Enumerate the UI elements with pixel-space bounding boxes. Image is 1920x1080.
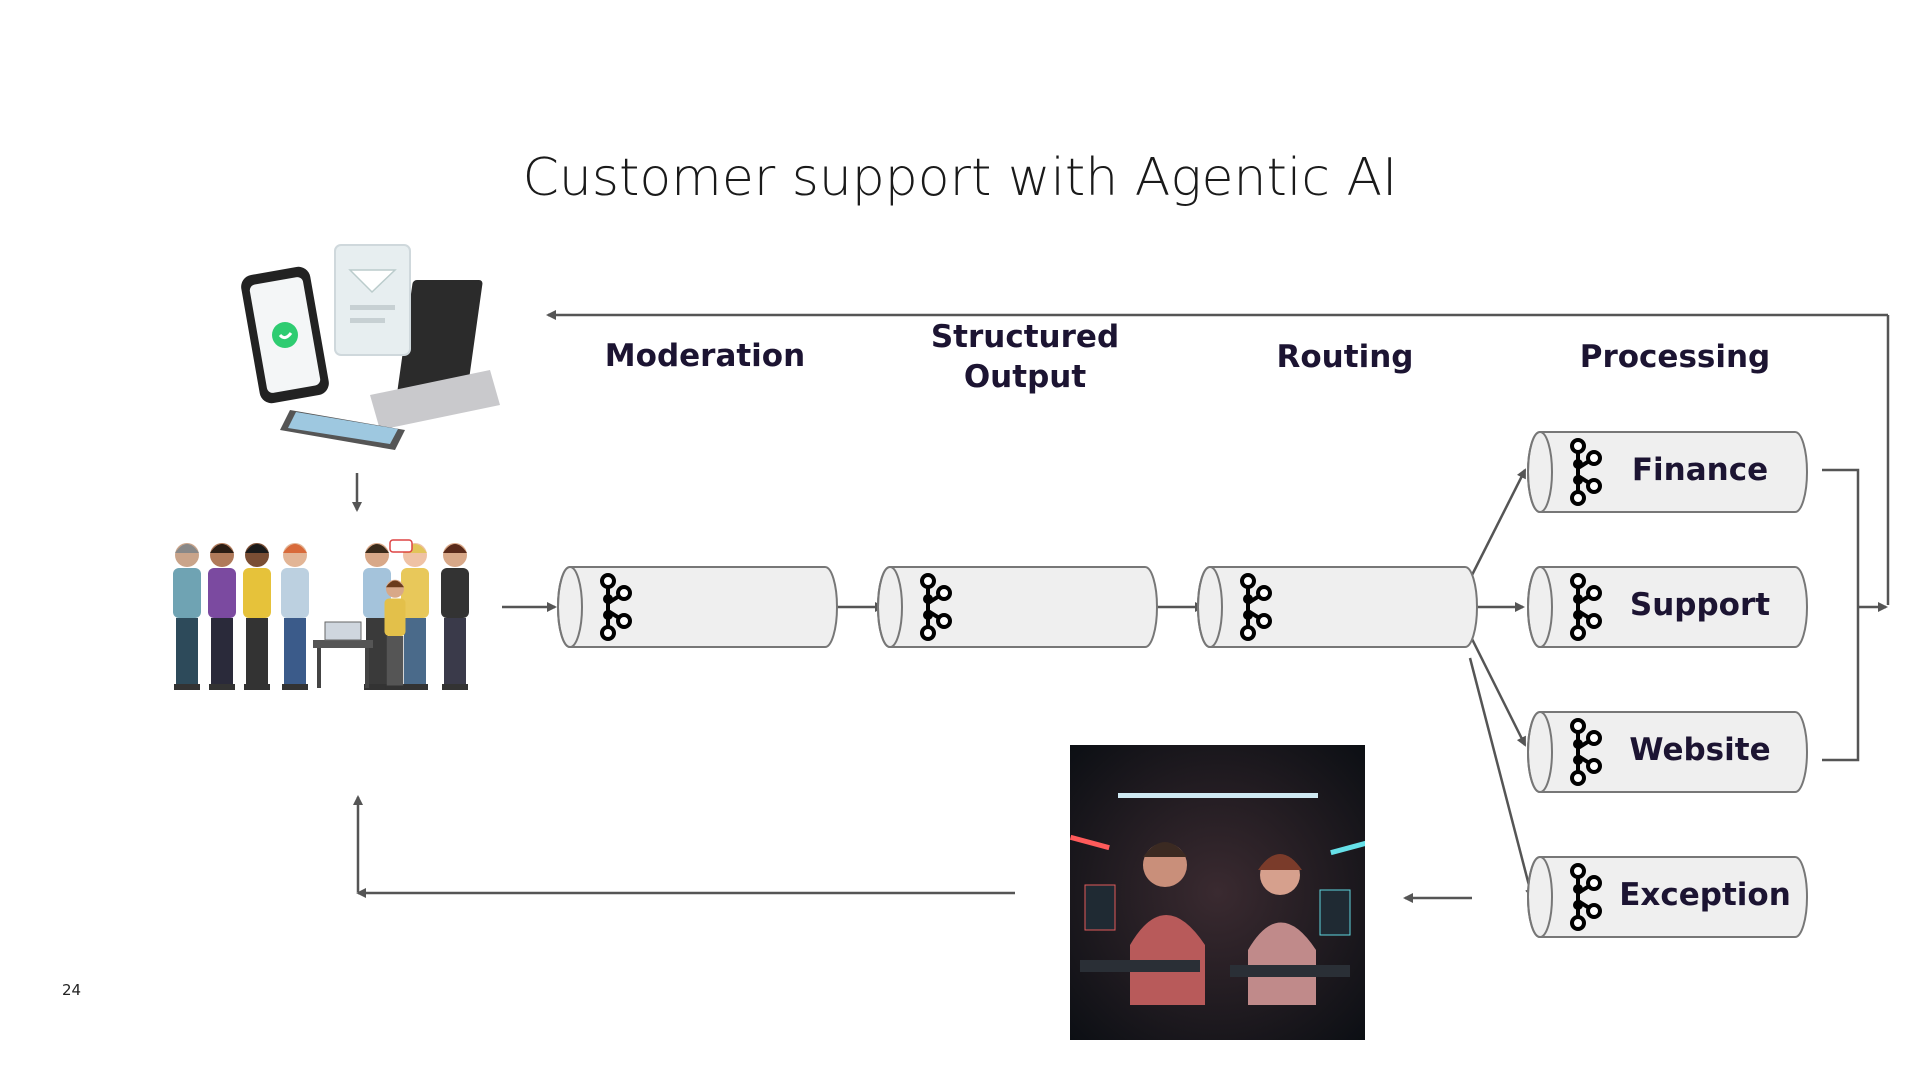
stage-label-processing: Processing xyxy=(1579,339,1771,375)
kafka-logo-icon xyxy=(600,573,632,641)
topic-label-exception: Exception xyxy=(1619,877,1791,913)
customer-figure xyxy=(441,543,469,690)
pipe-structured-output xyxy=(877,566,1158,648)
kafka-logo-icon xyxy=(1570,573,1602,641)
stage-label-moderation: Moderation xyxy=(604,338,806,374)
page-number: 24 xyxy=(62,981,82,999)
topic-label-support: Support xyxy=(1629,587,1771,623)
pipe-moderation xyxy=(557,566,838,648)
kafka-logo-icon xyxy=(1570,718,1602,786)
kafka-logo-icon xyxy=(1570,438,1602,506)
laptop-icon xyxy=(370,280,500,430)
customer-figure xyxy=(173,543,201,690)
pipe-exception xyxy=(1527,856,1808,938)
slide-title: Customer support with Agentic AI xyxy=(522,148,1398,208)
pipe-website xyxy=(1527,711,1808,793)
customer-figure xyxy=(208,543,236,690)
human-agents-illustration xyxy=(1070,745,1365,1040)
pipe-routing xyxy=(1197,566,1478,648)
stage-label-routing: Routing xyxy=(1276,339,1414,375)
kafka-logo-icon xyxy=(1570,863,1602,931)
phone-whatsapp-icon xyxy=(241,266,329,404)
customer-figure xyxy=(363,543,391,690)
kafka-logo-icon xyxy=(920,573,952,641)
pipe-finance xyxy=(1527,431,1808,513)
customer-figure xyxy=(384,579,406,690)
email-card-icon xyxy=(334,244,411,356)
devices-illustration xyxy=(241,244,500,450)
routing-to-finance-arrow xyxy=(1466,468,1527,584)
customer-figure xyxy=(281,543,309,690)
routing-to-exception-arrow xyxy=(1468,657,1535,899)
routing-to-website-arrow xyxy=(1468,634,1527,747)
processing-bracket xyxy=(1822,468,1860,762)
topic-label-finance: Finance xyxy=(1631,452,1769,488)
pipe-support xyxy=(1527,566,1808,648)
topic-label-website: Website xyxy=(1629,732,1771,768)
phone-flat-icon xyxy=(280,410,405,450)
customer-figure xyxy=(243,543,271,690)
customers-illustration xyxy=(173,539,469,690)
kafka-logo-icon xyxy=(1240,573,1272,641)
stage-label-structured-output: Structured Output xyxy=(930,319,1120,395)
